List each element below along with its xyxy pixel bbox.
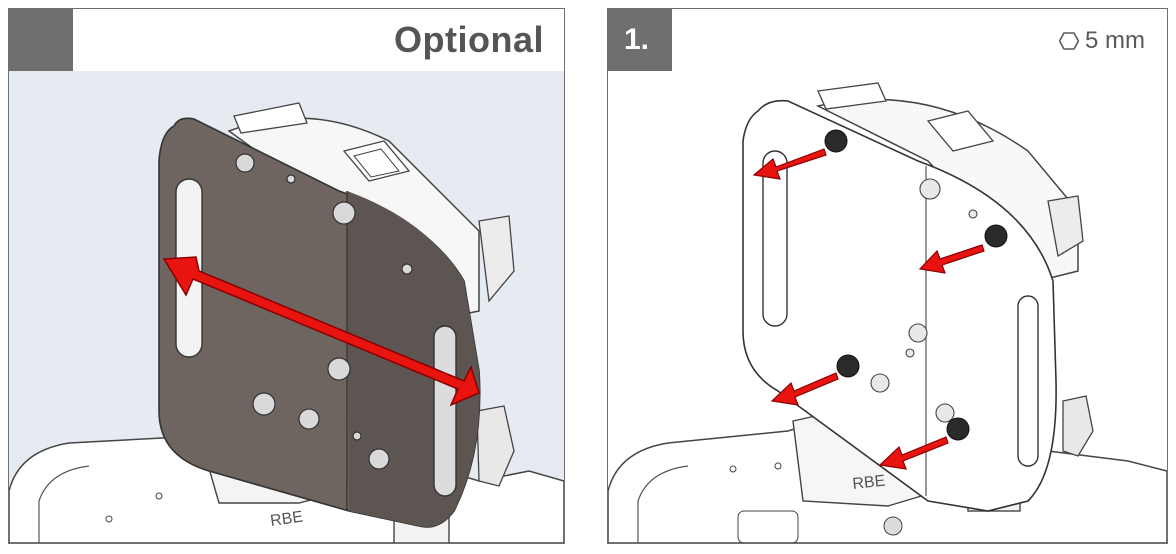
panel-title: Optional: [394, 19, 544, 60]
plate-slot-right: [433, 325, 457, 497]
removed-screws: [824, 129, 1008, 441]
step-number: 1.: [624, 23, 650, 56]
removal-arrows: [752, 148, 985, 470]
backrest-plate: [742, 99, 1057, 512]
double-arrow: [162, 256, 480, 407]
plate-adjustment-drawing: RBE: [9, 102, 564, 543]
step-number-box: 1.: [608, 9, 672, 71]
panel-header: Optional: [9, 9, 564, 72]
panel-header: 1. 5 mm: [608, 9, 1167, 72]
tool-spec: 5 mm: [1059, 27, 1145, 55]
hex-key-icon: [1059, 31, 1079, 51]
tool-size: 5 mm: [1085, 27, 1145, 54]
instruction-panel-step-1: 1. 5 mm RBE: [607, 8, 1168, 544]
plate-slot-left: [762, 150, 788, 327]
illustration-plate-adjustment: RBE: [9, 71, 564, 543]
plate-slot-right: [1017, 295, 1039, 467]
svg-text:RBE: RBE: [269, 509, 304, 530]
plate-screws: [235, 153, 413, 470]
illustration-remove-screws: RBE: [608, 71, 1167, 543]
instruction-panel-optional: Optional RBE: [8, 8, 565, 544]
svg-text:RBE: RBE: [852, 473, 887, 493]
step-number-box: [9, 9, 73, 71]
remove-screws-drawing: RBE: [608, 82, 1167, 543]
